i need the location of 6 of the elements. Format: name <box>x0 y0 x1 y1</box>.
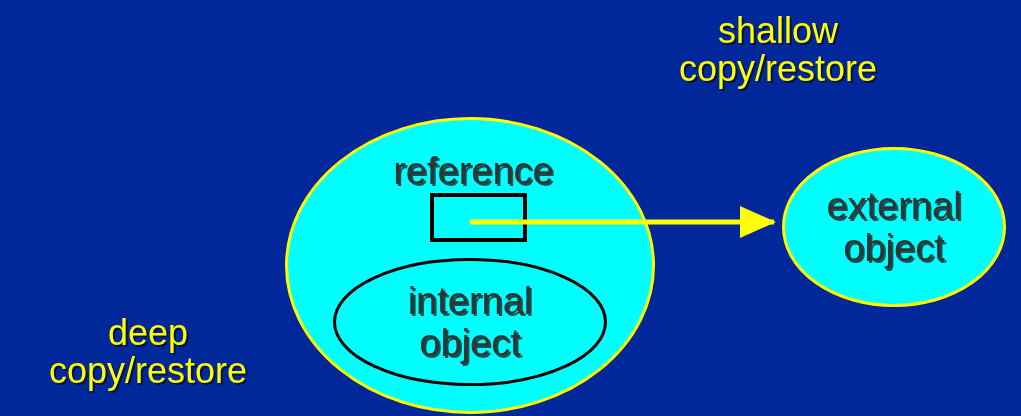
node-label: external object <box>825 185 963 269</box>
caption-text: shallow copy/restore <box>677 12 879 88</box>
reference-label: reference <box>392 150 555 192</box>
caption-text: deep copy/restore <box>47 314 249 390</box>
arrow <box>470 206 776 238</box>
node-label: internal object <box>406 280 534 364</box>
